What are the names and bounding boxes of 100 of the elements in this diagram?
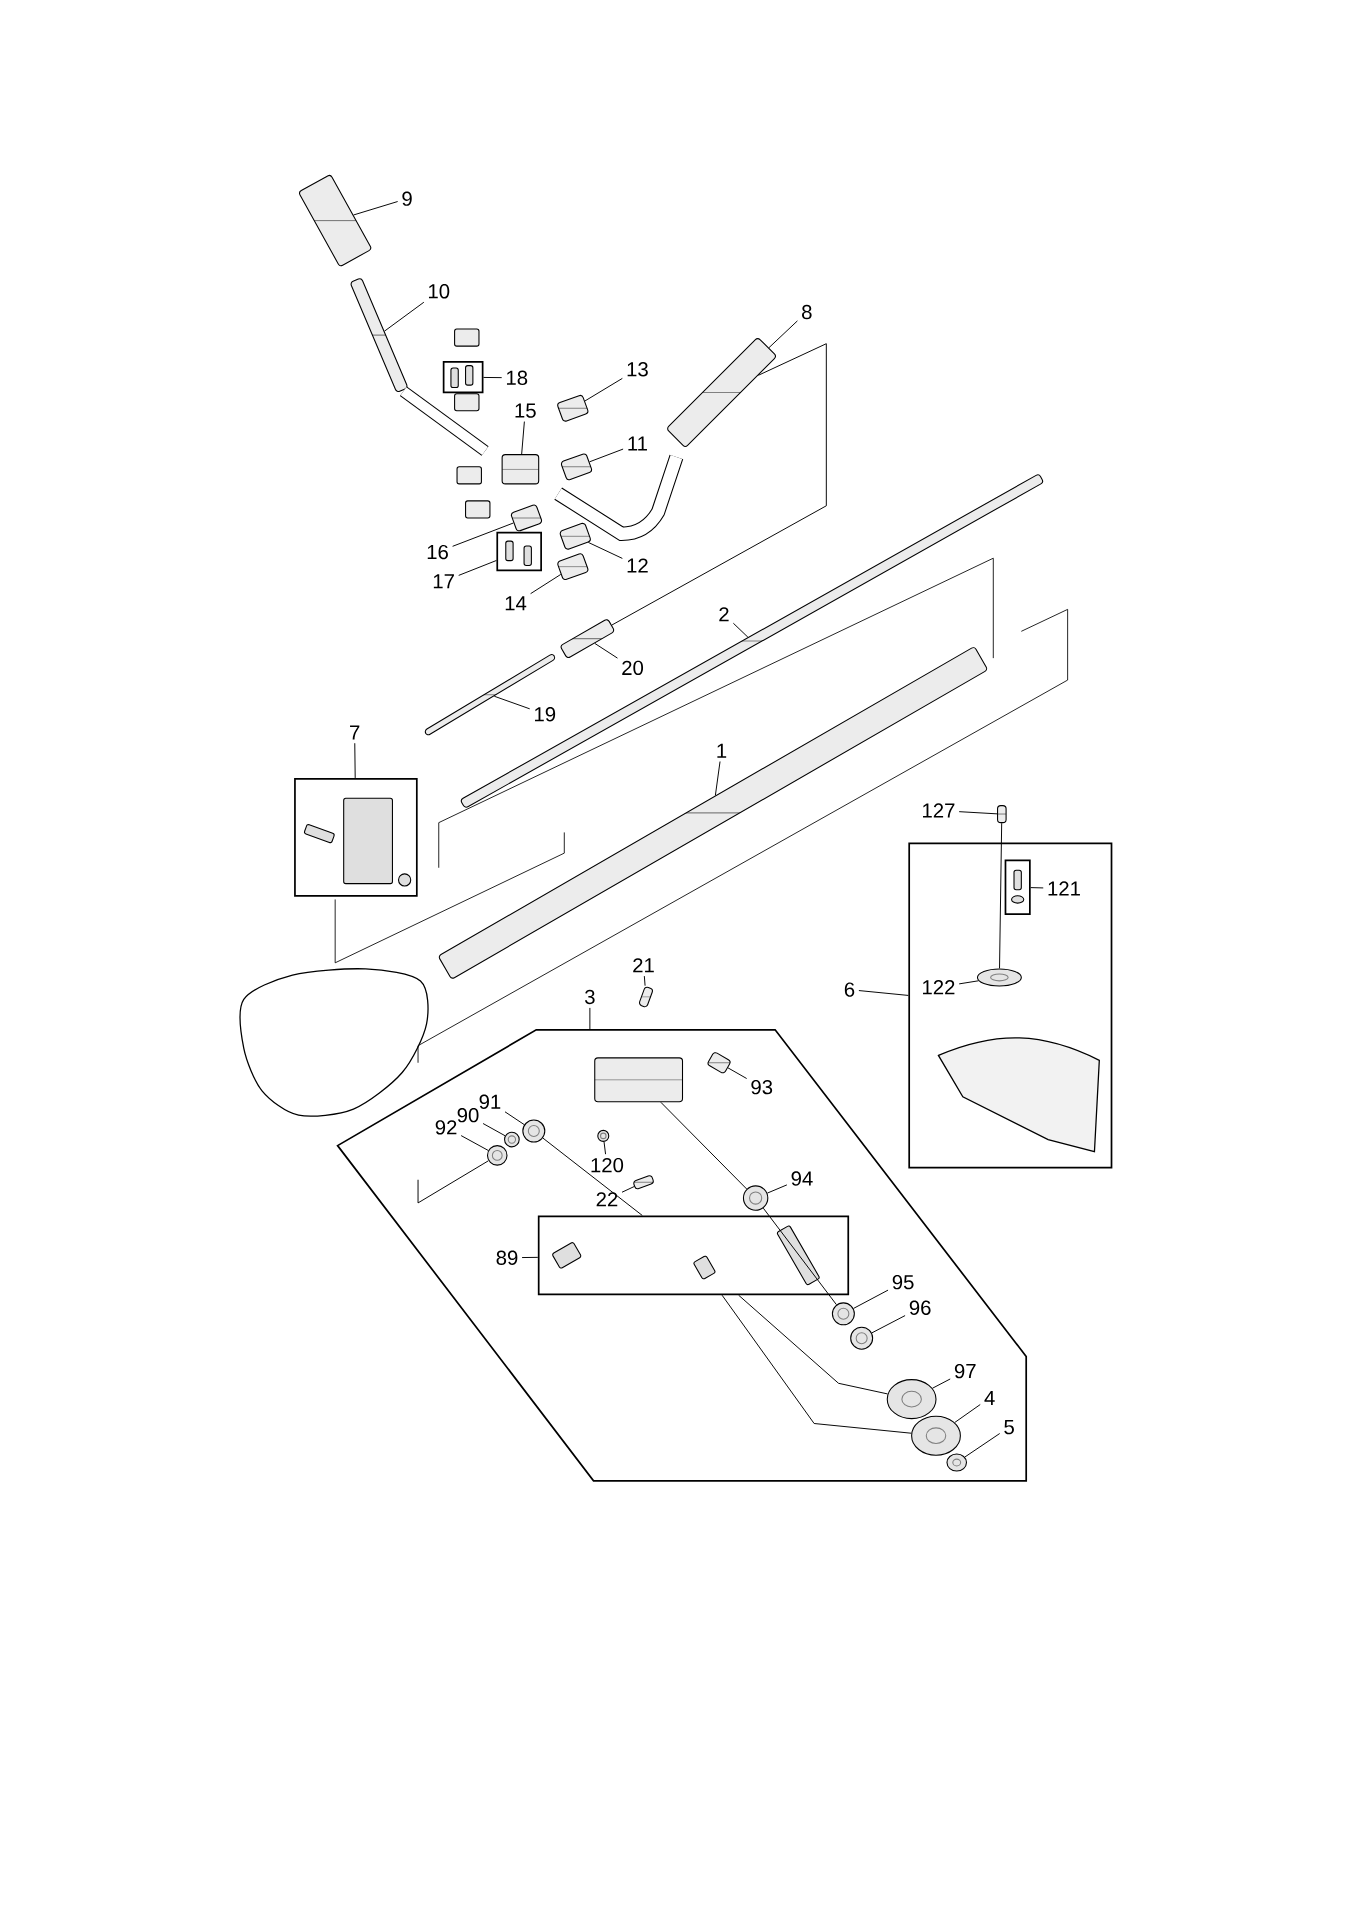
circlip xyxy=(486,1145,508,1166)
fitting-box xyxy=(537,1215,849,1296)
clamp-box xyxy=(293,777,418,897)
leader-line xyxy=(521,1256,539,1259)
leader-line xyxy=(958,811,998,815)
nut xyxy=(597,1129,610,1142)
leader-line xyxy=(660,1101,747,1190)
callout-number: 14 xyxy=(505,596,527,611)
handle xyxy=(666,338,776,447)
leader-line xyxy=(954,1404,981,1423)
leader-line xyxy=(762,1207,837,1306)
leader-line xyxy=(458,560,497,576)
gear-case xyxy=(594,1057,683,1103)
leader-line xyxy=(964,1433,1000,1458)
leader-line xyxy=(1030,887,1044,889)
leader-line xyxy=(482,376,502,379)
leader-line xyxy=(714,761,721,796)
callout-number: 91 xyxy=(479,1094,501,1109)
callout-number: 120 xyxy=(591,1157,623,1173)
leader-line xyxy=(603,1141,606,1155)
clamp xyxy=(560,453,592,481)
callout-number: 96 xyxy=(909,1300,931,1315)
ring xyxy=(503,1131,520,1148)
leader-line xyxy=(766,1184,788,1194)
screw-box xyxy=(1004,859,1031,915)
callout-number: 13 xyxy=(627,362,648,377)
leader-line xyxy=(521,421,525,455)
leader-line xyxy=(611,343,827,626)
sleeve xyxy=(560,619,615,659)
screw xyxy=(633,1175,654,1190)
bearing xyxy=(742,1185,769,1211)
bearing xyxy=(831,1302,855,1326)
leader-line xyxy=(504,1111,525,1126)
leader-line xyxy=(958,980,979,985)
leader-line xyxy=(931,1378,951,1389)
callout-number: 4 xyxy=(984,1390,995,1405)
screw xyxy=(996,805,1007,824)
clamp xyxy=(557,394,589,422)
handlebar xyxy=(350,278,489,456)
leader-line xyxy=(588,448,624,463)
leader-line xyxy=(998,822,1002,969)
leader-line xyxy=(721,1294,912,1434)
leader-line xyxy=(594,642,618,659)
callout-number: 11 xyxy=(628,436,647,451)
guard-box xyxy=(908,842,1113,1169)
callout-number: 5 xyxy=(1004,1420,1014,1435)
leader-line xyxy=(643,975,646,987)
callout-number: 127 xyxy=(922,803,955,818)
tube xyxy=(438,647,987,979)
leader-line xyxy=(417,1160,489,1204)
clamp xyxy=(501,454,540,485)
leader-line xyxy=(460,1135,489,1151)
callout-number: 22 xyxy=(596,1192,618,1207)
cable xyxy=(424,654,555,736)
callout-number: 122 xyxy=(922,980,955,995)
callout-number: 9 xyxy=(402,191,412,206)
callout-number: 95 xyxy=(892,1274,914,1290)
leader-line xyxy=(542,1137,643,1216)
callout-number: 3 xyxy=(584,989,595,1005)
callout-number: 20 xyxy=(622,660,643,676)
callout-number: 1 xyxy=(717,743,726,758)
callout-number: 17 xyxy=(433,574,454,589)
callout-number: 93 xyxy=(751,1079,772,1095)
callout-number: 12 xyxy=(627,558,648,573)
leader-line xyxy=(587,541,623,559)
screw-box xyxy=(496,531,542,572)
callout-number: 2 xyxy=(719,607,729,622)
leader-line xyxy=(482,1123,506,1137)
leader-line xyxy=(727,1067,747,1079)
callout-number: 90 xyxy=(457,1107,479,1123)
leader-line xyxy=(529,573,562,595)
bearing xyxy=(522,1119,546,1143)
leader-line xyxy=(621,1186,635,1193)
circlip xyxy=(849,1326,873,1350)
callout-number: 89 xyxy=(496,1250,518,1265)
leader-line xyxy=(852,1289,889,1309)
screw xyxy=(638,986,653,1008)
washer xyxy=(910,1415,961,1456)
leader-line xyxy=(352,201,398,216)
clamp xyxy=(510,504,542,532)
callout-number: 121 xyxy=(1048,881,1080,896)
callout-number: 19 xyxy=(534,707,555,722)
leader-line xyxy=(871,1315,906,1334)
cup xyxy=(886,1379,937,1420)
gear-head-frame xyxy=(336,1029,1027,1482)
nut xyxy=(946,1453,967,1472)
callout-number: 92 xyxy=(435,1120,457,1135)
clamp xyxy=(557,553,589,581)
callout-number: 97 xyxy=(954,1363,976,1379)
callout-number: 18 xyxy=(506,370,527,385)
callout-number: 7 xyxy=(349,725,360,740)
leader-line xyxy=(858,990,909,996)
callout-number: 94 xyxy=(791,1171,813,1186)
leader-line xyxy=(493,695,530,710)
bolt xyxy=(707,1052,731,1074)
leader-line xyxy=(737,1294,888,1395)
bracket xyxy=(976,968,1022,987)
leader-line xyxy=(383,301,425,332)
leader-line xyxy=(768,320,798,349)
callout-number: 8 xyxy=(801,304,812,320)
